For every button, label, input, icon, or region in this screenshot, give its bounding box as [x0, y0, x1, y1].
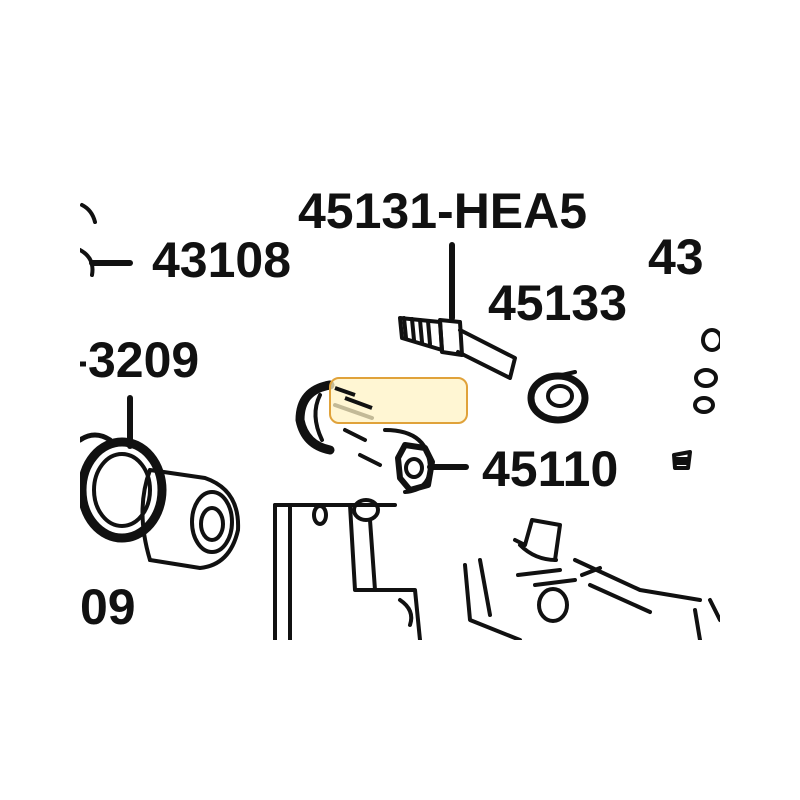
bushing-drawing: [80, 432, 241, 570]
label-43-cut[interactable]: 43: [648, 229, 704, 285]
label-45110[interactable]: 45110: [482, 441, 618, 497]
label-43108[interactable]: 43108: [152, 232, 291, 288]
nut-45110-drawing: [395, 442, 435, 493]
label-45133[interactable]: 45133: [488, 275, 627, 331]
washer-45133-drawing: [527, 370, 589, 424]
highlight-box[interactable]: [329, 377, 468, 424]
bracket-plate-drawing: [273, 498, 422, 640]
label-3209[interactable]: 3209: [88, 332, 199, 388]
stud-bolt-drawing: [398, 316, 517, 380]
fitting-drawing: [463, 518, 720, 640]
label-09[interactable]: 09: [80, 579, 136, 635]
label-45131-hea5[interactable]: 45131-HEA5: [298, 183, 587, 239]
right-edge-parts: [672, 328, 720, 470]
left-bracket-fragment: [80, 203, 97, 277]
